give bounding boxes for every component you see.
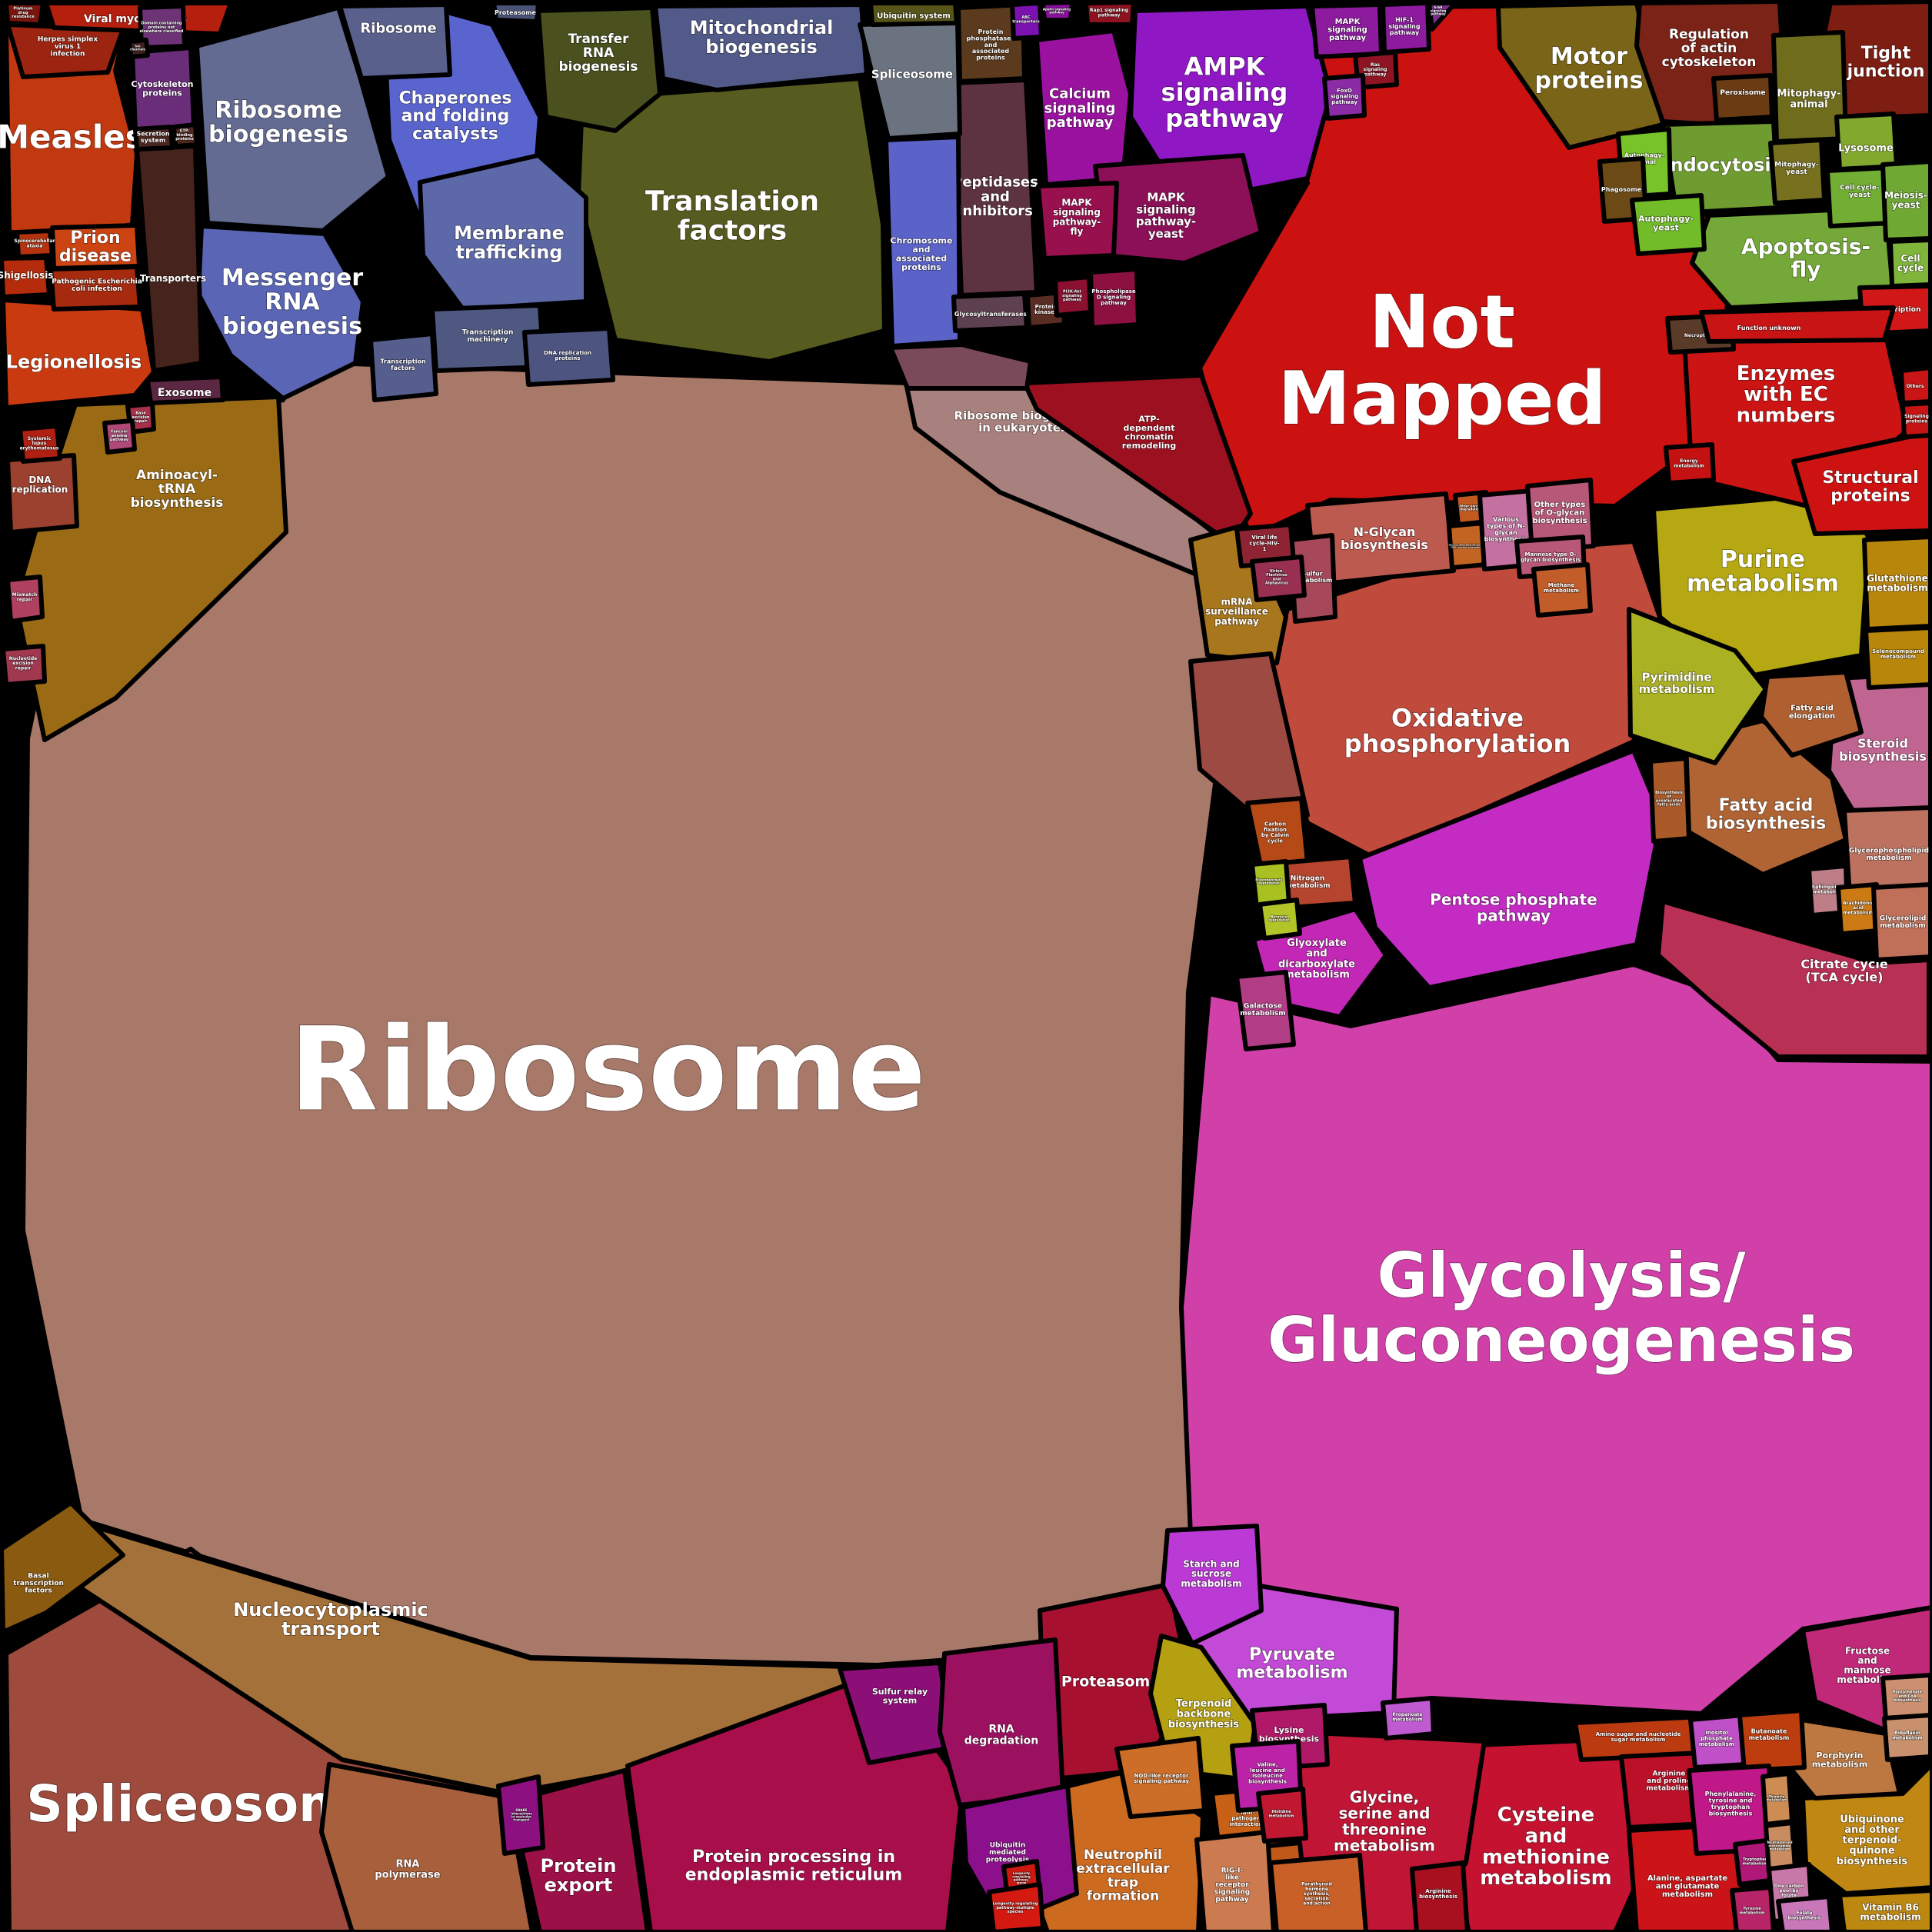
treemap-cell-virion-flavivirus-alphavirus[interactable] xyxy=(1250,555,1307,602)
treemap-cell-nod-like-receptor-signaling-pathway[interactable] xyxy=(1114,1736,1207,1819)
treemap-cell-peptidases-and-inhibitors[interactable] xyxy=(951,78,1039,298)
treemap-cell-proteasome-brite[interactable] xyxy=(491,1,541,24)
treemap-cell-filler-b[interactable] xyxy=(888,342,1033,391)
treemap-cell-domain-containing-proteins[interactable] xyxy=(138,4,187,50)
treemap-cell-calcium-signaling-pathway[interactable] xyxy=(1034,28,1133,187)
treemap-cell-longevity-regulating-pathway-multiple-species[interactable] xyxy=(987,1882,1045,1932)
treemap-cell-protein-phosphatases[interactable] xyxy=(956,2,1027,84)
treemap-cell-spinocerebellar-ataxia[interactable] xyxy=(15,228,55,259)
treemap-cell-ribosome-brite[interactable] xyxy=(338,2,452,81)
treemap-cell-meiosis-yeast[interactable] xyxy=(1880,159,1932,242)
treemap-cell-vitamin-b6-metabolism[interactable] xyxy=(1837,1888,1932,1932)
treemap-cell-secretion-system[interactable] xyxy=(133,125,175,152)
treemap-cell-transfer-rna-biogenesis[interactable] xyxy=(536,5,662,133)
treemap-cell-mapk-signaling-pathway[interactable] xyxy=(1310,2,1384,59)
treemap-cell-mapk-signaling-pathway-fly[interactable] xyxy=(1036,181,1119,261)
treemap-cell-basal-transcription-factors[interactable] xyxy=(0,1501,125,1634)
treemap-cell-herpes-simplex-virus-1-infection[interactable] xyxy=(5,22,125,79)
treemap-cell-mismatch-repair[interactable] xyxy=(5,575,45,624)
treemap-cell-inositol-phosphate-metabolism[interactable] xyxy=(1688,1713,1748,1770)
treemap-cell-propanoate-metabolism[interactable] xyxy=(1381,1696,1436,1740)
treemap-cell-fatty-acid-elongation[interactable] xyxy=(1759,670,1864,758)
treemap-cell-exosome[interactable] xyxy=(145,375,225,405)
treemap-cell-abc-transporters[interactable] xyxy=(1010,1,1044,41)
treemap-cell-prion-disease[interactable] xyxy=(50,223,142,271)
treemap-cell-galactose-metabolism[interactable] xyxy=(1234,970,1296,1051)
treemap-cell-shigellosis[interactable] xyxy=(0,255,52,299)
treemap-cell-ubiquitin-system[interactable] xyxy=(868,1,959,27)
treemap-cell-structural-proteins[interactable] xyxy=(1791,430,1932,536)
treemap-cell-legionellosis[interactable] xyxy=(1,298,156,410)
treemap-cell-methane-metabolism[interactable] xyxy=(1531,562,1593,618)
treemap-cell-motor-proteins[interactable] xyxy=(1496,1,1665,150)
treemap-cell-car[bon-fixation-calvin-cycle[interactable] xyxy=(1245,796,1310,871)
treemap-cell-rig-i-like-receptor-signaling-pathway[interactable] xyxy=(1194,1830,1276,1932)
treemap-cell-glycerophospholipid-metabolism[interactable] xyxy=(1842,805,1932,898)
treemap-cell-function-unknown[interactable] xyxy=(1699,305,1896,344)
treemap-cell-energy-metabolism[interactable] xyxy=(1664,442,1716,485)
treemap-cell-citrate-cycle[interactable] xyxy=(1656,899,1931,1059)
treemap-cell-rna-degradation[interactable] xyxy=(938,1637,1065,1807)
treemap-cell-platinum-drug-resistance[interactable] xyxy=(4,1,45,27)
treemap-cell-riboflavin-metabolism[interactable] xyxy=(1882,1713,1932,1762)
treemap-cell-phospholipase-d-signaling-pathway[interactable] xyxy=(1088,267,1141,330)
treemap-cell-spliceosome-brite[interactable] xyxy=(858,19,962,141)
treemap-cell-transcription-factors[interactable] xyxy=(368,331,438,402)
treemap-cell-hif-1-signaling-pathway[interactable] xyxy=(1381,1,1431,55)
treemap-cell-autophagy-yeast[interactable] xyxy=(1630,193,1707,256)
treemap-cell-glycerolipid-metabolism[interactable] xyxy=(1871,882,1932,962)
treemap-cell-systemic-lupus-erythematosus[interactable] xyxy=(18,424,62,464)
treemap-cell-ion-channels[interactable] xyxy=(127,38,150,59)
treemap-cell-pyrimidine-metabolism[interactable] xyxy=(1627,607,1768,765)
treemap-cell-others[interactable] xyxy=(1899,365,1932,405)
treemap-cell-pentose-phosphate-pathway[interactable] xyxy=(1357,748,1664,990)
treemap-cell-dna-replication[interactable] xyxy=(5,453,79,535)
treemap-cell-mitophagy-yeast[interactable] xyxy=(1768,138,1827,205)
treemap-cell-cytoskeleton-proteins[interactable] xyxy=(130,45,196,133)
treemap-cell-chromosome-and-associated-proteins[interactable] xyxy=(884,135,962,348)
treemap-cell-rap1-signaling-pathway[interactable] xyxy=(1084,0,1136,27)
treemap-cell-protein-export[interactable] xyxy=(508,1768,650,1932)
treemap-cell-butanoate-metabolism[interactable] xyxy=(1737,1708,1807,1773)
treemap-cell-folate-biosynthesis[interactable] xyxy=(1776,1894,1834,1932)
treemap-cell-parathyroid-hormone[interactable] xyxy=(1268,1853,1368,1932)
treemap-cell-lysosome[interactable] xyxy=(1834,112,1899,172)
treemap-cell-cell-cycle[interactable] xyxy=(1888,238,1932,288)
treemap-cell-rna-polymerase[interactable] xyxy=(319,1762,535,1932)
treemap-cell-selenocompound-metabolism[interactable] xyxy=(1864,625,1932,690)
treemap-cell-dna-replication-proteins[interactable] xyxy=(522,326,615,387)
treemap-cell-histidine-metabolism[interactable] xyxy=(1256,1787,1308,1844)
treemap-cell-foxo-signaling-pathway[interactable] xyxy=(1322,73,1367,121)
treemap-cell-pathogenic-escherichia-coli-infection[interactable] xyxy=(48,265,142,311)
treemap-cell-mapk-signaling-pathway-yeast[interactable] xyxy=(1093,153,1264,265)
treemap-cell-snare-interactions[interactable] xyxy=(496,1774,545,1856)
treemap-cell-arginine-biosynthesis[interactable] xyxy=(1410,1860,1470,1932)
treemap-cell-pantothenate-coa-biosynthesis[interactable] xyxy=(1880,1673,1932,1722)
treemap-cell-starch-and-sucrose-metabolism[interactable] xyxy=(1161,1524,1264,1646)
treemap-cell-benzoate-degradation[interactable] xyxy=(1257,898,1302,941)
treemap-cell-tyrosine-metabolism[interactable] xyxy=(1730,1885,1776,1932)
treemap-cell-mitochondrial-biogenesis[interactable] xyxy=(653,2,869,92)
treemap-cell-gtp-binding-proteins[interactable] xyxy=(172,122,199,148)
treemap-cell-other-types-o-glycan-biosynthesis[interactable] xyxy=(1525,478,1596,553)
treemap-cell-peroxisome[interactable] xyxy=(1711,73,1774,122)
treemap-cell-membrane-trafficking[interactable] xyxy=(418,153,588,311)
treemap-cell-glutathione-metabolism[interactable] xyxy=(1862,535,1932,631)
treemap-cell-biosynthesis-unsaturated-fatty-acids[interactable] xyxy=(1648,756,1691,844)
treemap-cell-fanconi-anemia-pathway[interactable] xyxy=(102,418,137,455)
treemap-cell-glycosyltransferases[interactable] xyxy=(951,291,1029,333)
treemap-cell-messenger-rna-biogenesis[interactable] xyxy=(196,224,365,401)
treemap-cell-nucleotide-excision-repair[interactable] xyxy=(1,644,47,687)
treemap-cell-pi3k-akt-signaling-pathway[interactable] xyxy=(1053,275,1093,318)
treemap-cell-signaling-proteins[interactable] xyxy=(1900,401,1932,439)
treemap-cell-thiamine-metabolism[interactable] xyxy=(1760,1771,1794,1827)
treemap-cell-erbb-signaling-pathway[interactable] xyxy=(1427,1,1457,32)
treemap-cell-apelin-signaling-pathway[interactable] xyxy=(1041,0,1074,22)
